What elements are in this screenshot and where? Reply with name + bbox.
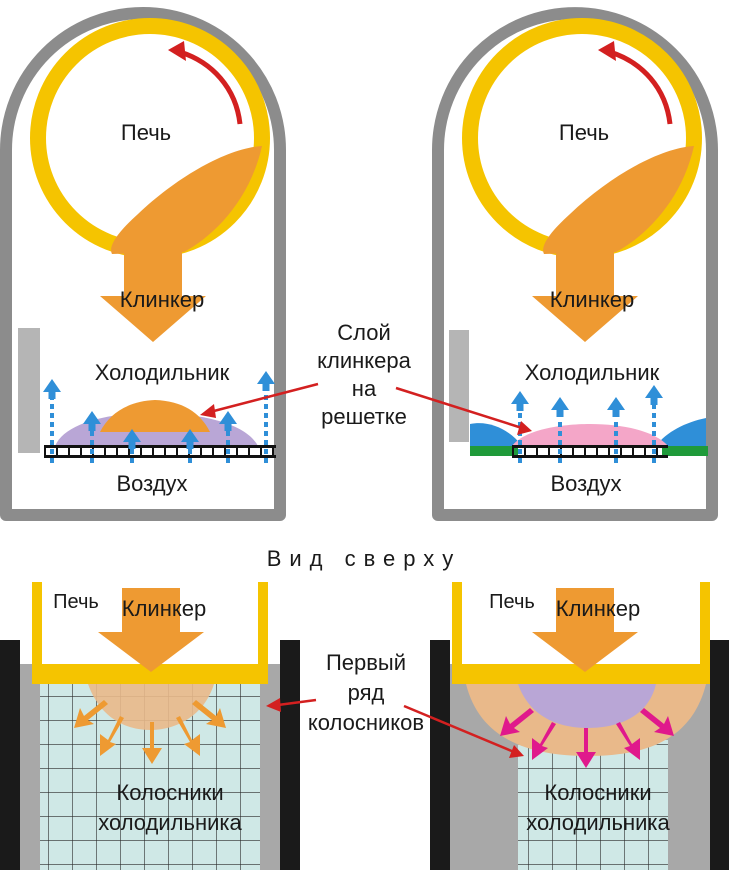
right-air-label: Воздух [550,471,621,496]
left-top-wall-right [280,640,300,870]
left-rotation-arrow [179,49,243,125]
right-top-grate-grid [518,740,668,870]
right-grate-line-top [512,445,668,448]
left-clinker-label: Клинкер [120,287,204,312]
layer-pointer-right [395,386,523,430]
right-side-view: Печь Клинкер Холодильник Воздух [432,7,718,521]
layer-pointer-right-head [517,421,532,435]
right-rotation-arrow [609,49,673,125]
right-blue-wedge-left [470,423,522,446]
right-green-bar-left [470,446,518,456]
left-side-plate [18,328,40,453]
layer-label-line1: Слой [337,320,391,345]
left-top-gray-left [20,664,40,870]
first-row-pointer-left [277,698,317,707]
layer-pointer-left [209,382,319,414]
left-kiln-label: Печь [121,120,171,145]
right-top-kiln-outlet [452,582,710,684]
right-top-kiln-label: Печь [489,591,535,613]
right-clinker-down-arrow [532,252,638,342]
first-row-pointer-left-head [266,698,281,712]
left-grate-line-top [44,445,276,448]
left-top-gray-right [260,664,280,870]
left-top-spread-arrows [74,700,226,764]
left-grate-line-bottom [44,455,276,458]
left-top-grates-line2: холодильника [98,810,242,835]
right-top-view: Печь Клинкер Колосники холодильника [430,582,729,870]
right-top-clinker-down-arrow [532,588,638,672]
right-top-wall-right [710,640,729,870]
left-top-kiln-outlet [32,582,268,684]
left-top-clinker-down-arrow [98,588,204,672]
left-top-grates-line1: Колосники [116,780,223,805]
right-pink-layer [512,424,668,446]
right-clinker-charge [543,146,694,254]
right-top-spread-arrows [500,708,674,768]
right-top-wall-left [430,640,450,870]
left-top-kiln-label: Печь [53,591,99,613]
top-view-title: Вид сверху [267,546,462,571]
right-top-grates-line1: Колосники [544,780,651,805]
layer-callout: Слой клинкера на решетке [200,320,532,435]
first-row-callout: Первый ряд колосников [266,650,524,758]
right-top-grates-line2: холодильника [526,810,670,835]
left-side-view: Печь Клинкер Холодильник Воздух [0,7,286,521]
right-cooler-label: Холодильник [525,360,660,385]
left-top-clinker-label: Клинкер [122,596,206,621]
first-row-line1: Первый [326,650,406,675]
layer-label-line4: решетке [321,404,407,429]
first-row-line2: ряд [348,680,385,705]
layer-pointer-left-head [200,404,216,418]
right-green-bar-right [662,446,708,456]
right-blue-wedge-right [656,418,706,446]
right-grate-line-bottom [512,455,668,458]
right-clinker-label: Клинкер [550,287,634,312]
first-row-pointer-right [403,704,515,754]
right-air-jets [518,404,656,463]
right-kiln-label: Печь [559,120,609,145]
left-top-wall-left [0,640,20,870]
right-top-lilac-core [518,684,656,728]
layer-label-line2: клинкера [317,348,411,373]
left-top-view: Печь Клинкер Колосники холодильника [0,582,300,870]
first-row-line3: колосников [308,710,424,735]
left-clinker-down-arrow [100,252,206,342]
layer-label-line3: на [352,376,377,401]
right-top-clinker-label: Клинкер [556,596,640,621]
left-rotation-arrowhead [168,41,186,61]
left-air-label: Воздух [116,471,187,496]
left-clinker-bed [100,400,210,432]
left-clinker-charge [111,146,262,254]
left-cooler-label: Холодильник [95,360,230,385]
right-side-plate [449,330,469,442]
right-rotation-arrowhead [598,41,616,61]
first-row-pointer-right-head [509,745,524,758]
